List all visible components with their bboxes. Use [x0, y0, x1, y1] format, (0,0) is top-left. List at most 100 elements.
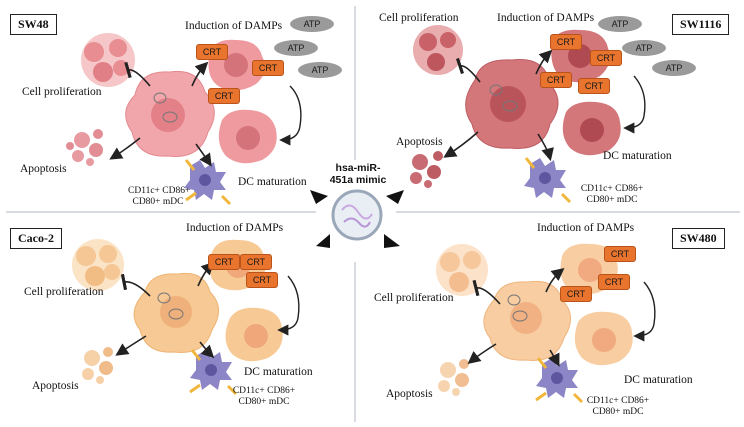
mature-cell: [218, 109, 277, 164]
mature-cell: [574, 311, 633, 366]
label-induction: Induction of DAMPs: [185, 20, 283, 32]
tumor-cell: [465, 59, 559, 149]
arrow-maturation-loop: [633, 281, 656, 342]
label-induction: Induction of DAMPs: [186, 222, 284, 234]
arrow-to-caco2: [316, 234, 330, 248]
crt-badge: CRT: [208, 88, 240, 104]
label-mdc-line2: CD80+ mDC: [586, 195, 638, 205]
arrow-maturation-loop: [279, 85, 302, 146]
panel-sw480: [436, 243, 656, 404]
atp-badge: ATP: [598, 16, 642, 32]
crt-badge: CRT: [540, 72, 572, 88]
tumor-cell: [125, 70, 215, 157]
label-mdc-line2: CD80+ mDC: [238, 397, 290, 407]
panel-title-sw1116: SW1116: [672, 14, 730, 35]
crt-badge: CRT: [590, 50, 622, 66]
crt-badge: CRT: [604, 246, 636, 262]
arrow-apoptosis: [467, 343, 497, 364]
arrow-dc: [199, 341, 215, 359]
dendritic-cell: [535, 357, 584, 404]
arrow-maturation-loop: [623, 75, 646, 134]
arrow-to-sw1116: [386, 190, 404, 204]
label-mdc: CD11c+ CD86+ CD80+ mDC: [128, 186, 191, 208]
arrow-proliferation-inhibit: [455, 57, 481, 83]
arrow-apoptosis: [109, 137, 141, 160]
crt-badge: CRT: [196, 44, 228, 60]
mature-cell: [562, 101, 621, 156]
label-proliferation: Cell proliferation: [22, 86, 102, 98]
label-mdc-line1: CD11c+ CD86+: [580, 184, 644, 194]
mimic-label: hsa-miR- 451a mimic: [326, 162, 390, 186]
label-dc-maturation: DC maturation: [244, 366, 313, 378]
label-dc-maturation: DC maturation: [238, 176, 307, 188]
mimic-label-line2: 451a mimic: [329, 174, 387, 186]
crt-badge: CRT: [252, 60, 284, 76]
arrow-proliferation-inhibit: [472, 279, 501, 305]
panel-title-sw480: SW480: [672, 228, 725, 249]
panel-title-sw48: SW48: [10, 14, 57, 35]
arrow-proliferation-inhibit: [124, 61, 151, 87]
label-proliferation: Cell proliferation: [379, 12, 459, 24]
dendritic-cell: [184, 159, 232, 206]
label-mdc: CD11c+ CD86+ CD80+ mDC: [580, 184, 644, 206]
crt-badge: CRT: [246, 272, 278, 288]
label-induction: Induction of DAMPs: [497, 12, 595, 24]
label-apoptosis: Apoptosis: [32, 380, 79, 392]
proliferating-cells: [72, 239, 124, 291]
label-mdc-line2: CD80+ mDC: [592, 407, 644, 417]
atp-badge: ATP: [622, 40, 666, 56]
arrow-apoptosis: [115, 335, 147, 356]
mimic-vesicle: [331, 189, 383, 241]
label-apoptosis: Apoptosis: [396, 136, 443, 148]
label-mdc-line1: CD11c+ CD86+: [586, 396, 650, 406]
label-dc-maturation: DC maturation: [603, 150, 672, 162]
proliferating-cells: [81, 33, 135, 87]
panel-title-caco2: Caco-2: [10, 228, 62, 249]
arrow-dc: [195, 143, 212, 167]
arrow-dc: [537, 133, 554, 162]
panel-sw1116: [410, 25, 646, 204]
crt-badge: CRT: [240, 254, 272, 270]
arrow-to-sw480: [384, 234, 400, 248]
label-apoptosis: Apoptosis: [386, 388, 433, 400]
label-mdc-line2: CD80+ mDC: [132, 197, 184, 207]
panel-sw48: [66, 33, 302, 206]
label-induction: Induction of DAMPs: [537, 222, 635, 234]
arrow-damps: [545, 268, 565, 293]
label-apoptosis: Apoptosis: [20, 163, 67, 175]
atp-badge: ATP: [652, 60, 696, 76]
label-dc-maturation: DC maturation: [624, 374, 693, 386]
crt-badge: CRT: [598, 274, 630, 290]
arrow-maturation-loop: [277, 275, 300, 336]
label-proliferation: Cell proliferation: [374, 292, 454, 304]
crt-badge: CRT: [550, 34, 582, 50]
arrow-dc: [547, 349, 560, 367]
arrow-apoptosis: [443, 131, 479, 158]
atp-badge: ATP: [298, 62, 342, 78]
dendritic-cell: [524, 157, 572, 204]
mature-cell: [225, 307, 283, 362]
arrow-damps: [191, 61, 209, 87]
arrow-damps: [535, 49, 553, 75]
label-mdc: CD11c+ CD86+ CD80+ mDC: [586, 396, 650, 418]
arrow-proliferation-inhibit: [120, 273, 151, 297]
atp-badge: ATP: [274, 40, 318, 56]
label-mdc-line1: CD11c+ CD86+: [128, 186, 191, 196]
crt-badge: CRT: [578, 78, 610, 94]
apoptotic-bodies: [66, 129, 103, 166]
tumor-cell: [483, 280, 571, 362]
crt-badge: CRT: [560, 286, 592, 302]
apoptotic-bodies: [410, 151, 443, 188]
apoptotic-bodies: [82, 347, 113, 384]
mimic-label-line1: hsa-miR-: [335, 162, 381, 174]
tumor-cell: [133, 272, 219, 354]
proliferating-cells: [413, 25, 463, 75]
label-mdc: CD11c+ CD86+ CD80+ mDC: [232, 386, 296, 408]
atp-badge: ATP: [290, 16, 334, 32]
crt-badge: CRT: [208, 254, 240, 270]
label-mdc-line1: CD11c+ CD86+: [232, 386, 296, 396]
label-proliferation: Cell proliferation: [24, 286, 104, 298]
dendritic-cell: [189, 349, 238, 396]
apoptotic-bodies: [438, 359, 469, 396]
